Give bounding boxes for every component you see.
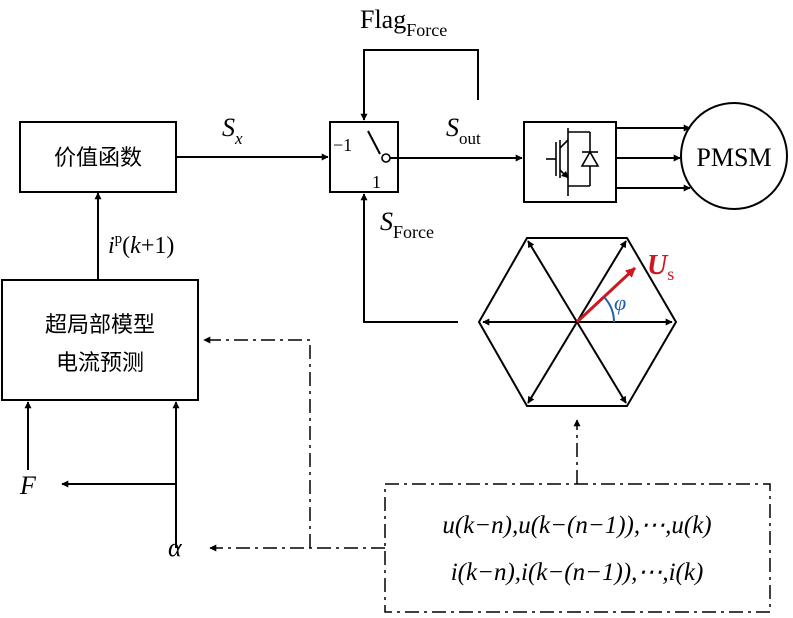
cost-function-block: 价值函数 — [19, 121, 177, 193]
flag-force-loop — [360, 49, 479, 121]
sforce-feedback-line — [360, 193, 458, 323]
switch-input-minus1: −1 — [333, 135, 352, 155]
us-vector-arrow — [575, 266, 637, 324]
cost-function-label: 价值函数 — [54, 146, 142, 171]
history-data-box: u(k−n),u(k−(n−1)),⋯,u(k) i(k−n),i(k−(n−1… — [384, 483, 771, 613]
history-to-prediction-arrow — [203, 336, 311, 548]
sx-label: Sx — [222, 113, 243, 148]
pmsm-motor: PMSM — [680, 102, 788, 210]
prediction-label-line1: 超局部模型 — [45, 313, 155, 338]
us-label: Us — [647, 250, 674, 284]
selector-switch-block: −1 1 — [329, 121, 399, 193]
flag-force-label: FlagForce — [360, 5, 447, 40]
voltage-vector-hexagon — [477, 237, 678, 407]
igbt-icon — [546, 128, 600, 196]
pmsm-label: PMSM — [696, 143, 771, 172]
switch-input-1: 1 — [372, 172, 381, 192]
igbt-emitter-arrow-icon — [561, 171, 569, 178]
phi-angle-arc — [603, 296, 615, 323]
sforce-label: SForce — [380, 207, 434, 242]
phi-label: φ — [614, 290, 626, 315]
f-label: F — [19, 471, 37, 500]
voltage-history-text: u(k−n),u(k−(n−1)),⋯,u(k) — [442, 512, 711, 539]
ip-label: ip(k+1) — [108, 231, 174, 259]
sout-label: Sout — [446, 113, 481, 148]
alpha-label: α — [168, 533, 183, 562]
current-history-text: i(k−n),i(k−(n−1)),⋯,i(k) — [451, 559, 704, 586]
current-prediction-block: 超局部模型 电流预测 — [1, 279, 199, 401]
inverter-block — [523, 121, 617, 203]
prediction-label-line2: 电流预测 — [56, 351, 144, 376]
